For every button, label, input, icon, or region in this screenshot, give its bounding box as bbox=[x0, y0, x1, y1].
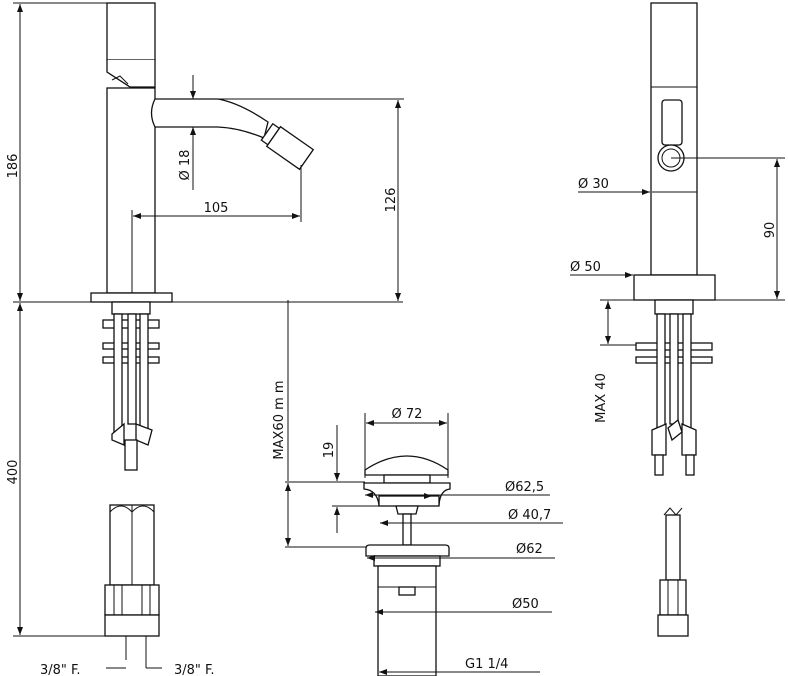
dim-nut-diameter: Ø62 bbox=[516, 542, 543, 557]
dim-cap-diameter: Ø 72 bbox=[392, 407, 423, 422]
dim-throat-diameter: Ø 40,7 bbox=[508, 508, 551, 523]
dim-400: 400 bbox=[6, 460, 21, 485]
dim-186: 186 bbox=[6, 154, 21, 179]
dim-max-60: MAX60 m m bbox=[272, 380, 287, 459]
dim-nozzle-diameter: Ø 30 bbox=[578, 177, 609, 192]
connection-left-label: 3/8" F. bbox=[40, 663, 81, 676]
side-view-hoses: 3/8" F. 3/8" F. bbox=[40, 301, 215, 676]
front-view-faucet bbox=[633, 2, 716, 301]
dim-base-diameter: Ø 50 bbox=[570, 260, 601, 275]
dim-flange-diameter: Ø62,5 bbox=[505, 480, 544, 495]
dim-body-diameter: Ø50 bbox=[512, 597, 539, 612]
front-view-hoses bbox=[635, 299, 713, 637]
dim-spout-diameter: Ø 18 bbox=[178, 150, 193, 181]
waste-view: Ø 72 MAX60 m m 19 Ø62,5 Ø 40,7 Ø62 Ø50 G… bbox=[272, 300, 563, 676]
side-view-dimensions: 186 Ø 18 105 126 400 bbox=[6, 4, 404, 637]
dim-max-40: MAX 40 bbox=[594, 373, 609, 423]
side-view-faucet bbox=[13, 2, 403, 303]
dim-cap-height: 19 bbox=[322, 442, 337, 459]
dim-thread: G1 1/4 bbox=[465, 657, 508, 672]
connection-right-label: 3/8" F. bbox=[174, 663, 215, 676]
dim-105: 105 bbox=[204, 201, 229, 216]
dim-nozzle-height: 90 bbox=[763, 222, 778, 239]
front-view-dimensions: Ø 30 Ø 50 90 MAX 40 bbox=[570, 157, 785, 423]
dim-126: 126 bbox=[384, 188, 399, 213]
